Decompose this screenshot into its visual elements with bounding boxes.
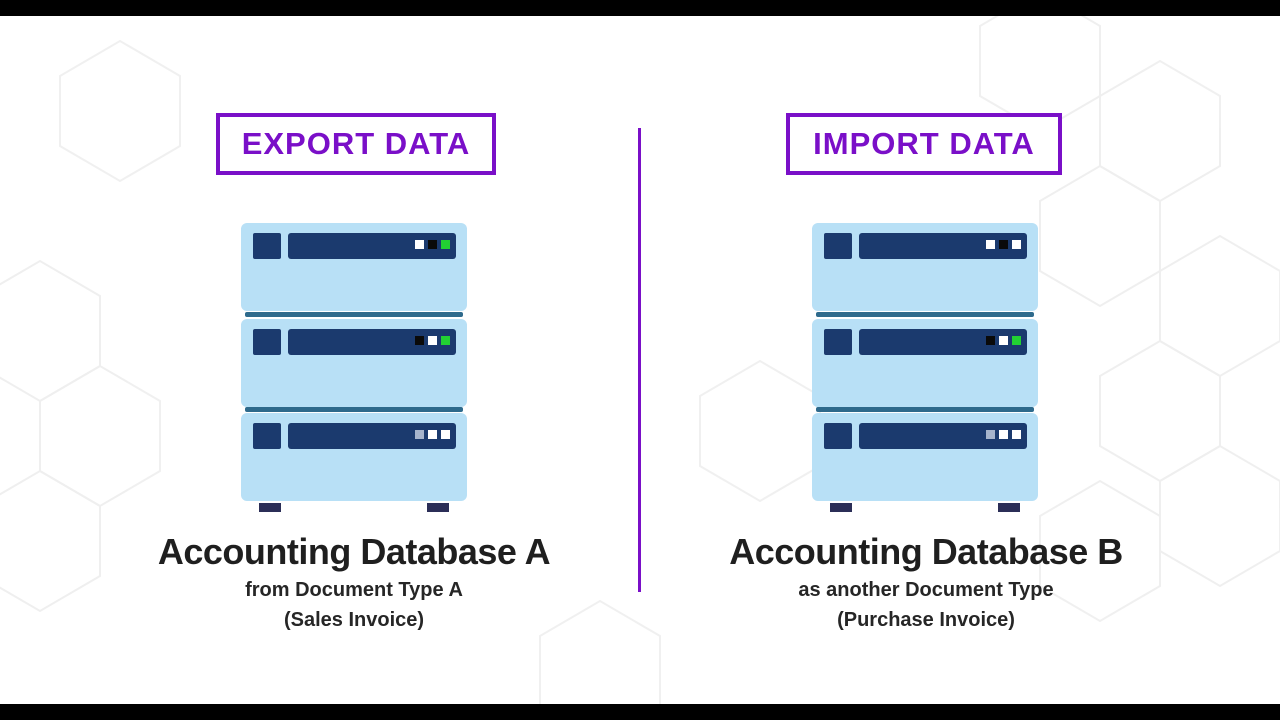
drive-slot [253,329,281,355]
drive-slot [253,423,281,449]
export-panel: EXPORT DATA Accounting Database A from D… [0,16,640,704]
letterbox-bottom [0,704,1280,720]
drive-bay [859,329,1027,355]
import-panel: IMPORT DATA Accounting Database B as ano… [640,16,1280,704]
drive-slot [253,233,281,259]
rack-foot [830,503,852,512]
status-led [986,240,995,249]
status-led [415,240,424,249]
export-data-label: EXPORT DATA [216,113,496,175]
drive-bay [859,233,1027,259]
server-unit [812,319,1038,407]
database-a-title: Accounting Database A [157,531,551,572]
vertical-divider [638,128,641,592]
status-led [999,336,1008,345]
letterbox-top [0,0,1280,16]
drive-bay [288,423,456,449]
drive-bay [288,233,456,259]
status-led [1012,240,1021,249]
status-led [999,240,1008,249]
status-led [441,336,450,345]
status-led [428,336,437,345]
database-b-subtitle: as another Document Type [798,579,1054,601]
rack-separator [816,407,1034,412]
server-unit [241,413,467,501]
rack-foot [259,503,281,512]
status-led [428,240,437,249]
rack-separator [245,312,463,317]
server-unit [812,413,1038,501]
drive-bay [859,423,1027,449]
status-led [999,430,1008,439]
server-unit [241,223,467,311]
server-rack-icon [812,223,1038,513]
drive-bay [288,329,456,355]
server-unit [241,319,467,407]
database-b-document-type: (Purchase Invoice) [837,609,1015,631]
status-led [986,430,995,439]
drive-slot [824,329,852,355]
rack-foot [427,503,449,512]
status-led [415,336,424,345]
database-b-title: Accounting Database B [729,531,1123,572]
server-rack-icon [241,223,467,513]
slide-canvas: EXPORT DATA Accounting Database A from D… [0,16,1280,704]
rack-foot [998,503,1020,512]
status-led [986,336,995,345]
status-led [415,430,424,439]
drive-slot [824,233,852,259]
status-led [441,240,450,249]
database-a-subtitle: from Document Type A [245,579,463,601]
status-led [1012,336,1021,345]
rack-separator [816,312,1034,317]
database-a-document-type: (Sales Invoice) [283,609,425,631]
status-led [1012,430,1021,439]
import-data-label: IMPORT DATA [786,113,1062,175]
server-unit [812,223,1038,311]
rack-separator [245,407,463,412]
status-led [441,430,450,439]
status-led [428,430,437,439]
drive-slot [824,423,852,449]
